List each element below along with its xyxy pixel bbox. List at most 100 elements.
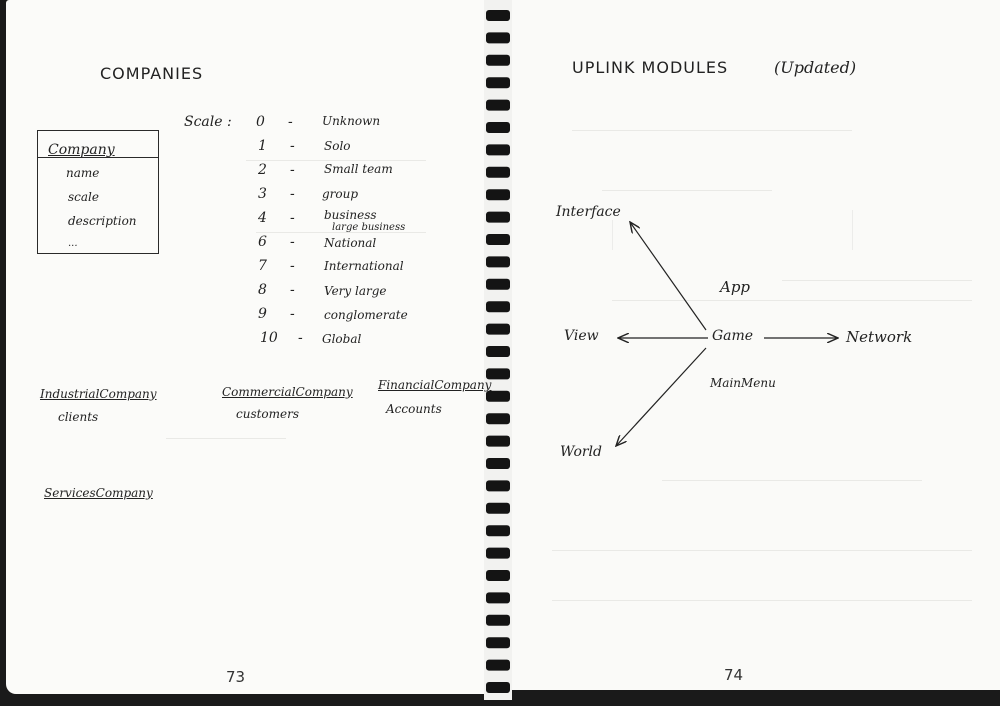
spiral-coil [486,435,510,447]
scale-description: Small team [324,162,393,176]
scale-description: Unknown [322,114,381,128]
class-box-name: Company [48,142,115,158]
bleed-through-line [166,438,286,439]
spiral-coil [486,592,510,604]
subclass-name: ServicesCompany [44,486,153,500]
scale-description: Global [322,332,362,346]
spiral-coil [486,480,510,492]
spiral-coil [486,502,510,514]
spiral-coil [486,122,510,133]
bleed-through-line [256,232,426,233]
scale-description: National [324,236,377,250]
scale-dash: - [290,162,295,178]
spiral-coil [486,301,510,313]
scale-number: 1 [258,138,267,154]
scale-dash: - [290,234,295,250]
page-number: 74 [724,666,744,684]
spiral-coil [486,458,510,469]
scale-number: 10 [260,330,278,346]
scale-dash: - [290,210,295,226]
spiral-coil [486,77,510,89]
bleed-through-line [572,130,852,131]
spiral-coil [486,390,510,402]
subclass-field: Accounts [386,402,442,416]
scale-dash: - [290,258,295,274]
scale-dash: - [290,282,295,298]
scale-number: 7 [258,258,267,274]
spiral-coil [486,278,510,290]
page-number: 73 [226,668,246,686]
scale-dash: - [290,306,295,322]
bleed-through-line [552,600,972,601]
spiral-coil [486,614,510,626]
node-view: View [564,328,599,344]
scale-number: 8 [258,282,267,298]
spiral-coil [486,256,510,268]
node-app: App [720,278,751,296]
node-interface: Interface [556,204,621,220]
scale-description: large business [332,222,406,233]
scale-description: business [324,208,377,222]
spiral-coil [486,99,510,111]
spiral-coil [486,547,510,559]
bleed-through-line [612,300,972,301]
node-mainmenu: MainMenu [710,376,776,390]
bleed-through-line [662,480,922,481]
class-field: name [66,166,100,180]
spiral-coil [486,10,510,21]
subclass-field: clients [58,410,99,424]
right-notebook-page [512,0,1000,690]
scale-description: Very large [324,284,387,298]
spiral-coil [486,144,510,156]
scale-dash: - [290,186,295,202]
bleed-through-line [552,550,972,551]
bleed-through-line [852,210,853,250]
scale-description: group [322,187,359,201]
scale-dash: - [298,330,303,346]
spiral-coil [486,234,510,245]
spiral-coil [486,659,510,671]
subclass-field: customers [236,407,300,421]
scale-number: 9 [258,306,267,322]
spiral-binding [484,0,512,700]
subclass-name: IndustrialCompany [40,387,157,401]
scale-description: conglomerate [324,308,408,322]
node-world: World [560,444,602,460]
company-class-box [37,130,159,254]
spiral-coil [486,166,510,178]
bleed-through-line [782,280,972,281]
page-subtitle: (Updated) [774,58,857,77]
spiral-coil [486,32,510,44]
subclass-name: FinancialCompany [378,378,492,392]
spiral-coil [486,682,510,693]
subclass-name: CommercialCompany [222,385,353,399]
scale-number: 6 [258,234,267,250]
class-field: description [68,214,137,228]
class-box-divider [38,157,158,158]
scale-number: 2 [258,162,267,178]
scale-label: Scale : [184,114,232,130]
spiral-coil [486,368,510,380]
bleed-through-line [612,220,613,250]
scale-description: International [324,259,404,273]
bleed-through-line [246,160,426,161]
scale-number: 4 [258,210,267,226]
left-notebook-page [6,0,484,694]
page-title: UPLINK MODULES [572,58,729,77]
spiral-coil [486,54,510,66]
scale-number: 3 [258,186,267,202]
spiral-coil [486,525,510,537]
scale-number: 0 [256,114,265,130]
class-field: scale [68,190,99,204]
spiral-coil [486,211,510,223]
class-field: ... [68,238,78,249]
spiral-coil [486,189,510,201]
node-network: Network [846,328,913,346]
node-game: Game [712,328,754,344]
spiral-coil [486,323,510,335]
page-title: COMPANIES [100,64,204,83]
bleed-through-line [602,190,772,191]
spiral-coil [486,637,510,649]
scale-dash: - [288,114,293,130]
scale-dash: - [290,138,295,154]
